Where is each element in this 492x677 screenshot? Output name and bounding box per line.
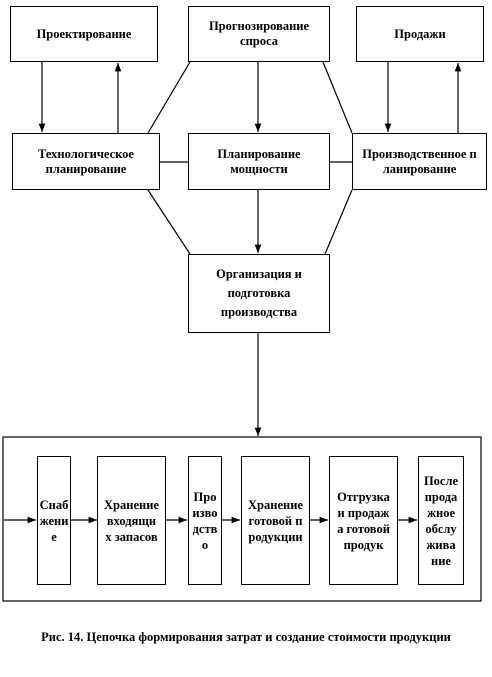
box-forecast: Прогнозирование спроса: [188, 6, 330, 62]
box-production: Производство: [188, 456, 222, 585]
box-sales: Продажи: [356, 6, 484, 62]
box-capacity-planning: Планирование мощности: [188, 133, 330, 190]
box-organization: Организация и подготовка производства: [188, 254, 330, 333]
box-design: Проектирование: [10, 6, 158, 62]
diagonal-production-organization: [324, 189, 353, 255]
diagonal-forecast-production: [322, 61, 353, 134]
box-tech-planning: Технологическое планирование: [12, 133, 160, 190]
diagonal-forecast-tech: [147, 61, 191, 134]
box-shipping-sales: Отгрузка и продажа готовой продук: [329, 456, 398, 585]
box-input-storage: Хранение входящих запасов: [97, 456, 166, 585]
box-supply: Снабжение: [37, 456, 71, 585]
box-after-sales: Послепродажное обслуживание: [418, 456, 464, 585]
box-finished-storage: Хранение готовой продукции: [241, 456, 310, 585]
chain-container: [2, 436, 482, 602]
box-production-planning: Производственное планирование: [352, 133, 487, 190]
diagonal-tech-organization: [147, 189, 191, 255]
figure-caption: Рис. 14. Цепочка формирования затрат и с…: [41, 630, 451, 644]
